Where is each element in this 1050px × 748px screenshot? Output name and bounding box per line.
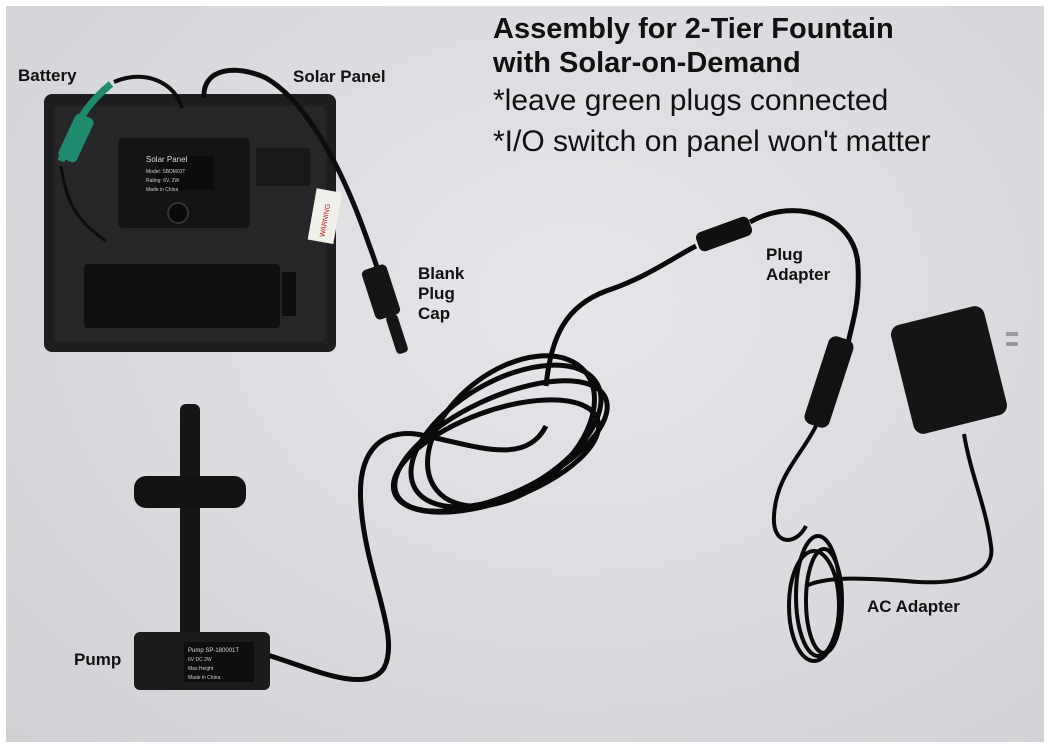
long-cable-coil: [263, 243, 698, 683]
note-io-switch: *I/O switch on panel won't matter: [493, 125, 931, 158]
plug-adapter-label-line-2: Adapter: [766, 265, 831, 284]
blank-plug-cap-label: Blank Plug Cap: [418, 264, 464, 324]
plug-adapter-label-line-1: Plug: [766, 245, 803, 264]
blank-plug-cap-label-line-2: Plug: [418, 284, 455, 303]
pump-sticker-line-2: 6V DC 2W: [188, 657, 212, 663]
pump-sticker-line-1: Pump SP-180001T: [188, 648, 239, 654]
assembly-heading: Assembly for 2-Tier Fountain with Solar-…: [493, 12, 931, 162]
panel-sticker-line-1: Solar Panel: [146, 155, 188, 164]
pump-label: Pump: [74, 650, 122, 669]
heading-line-2: with Solar-on-Demand: [493, 47, 801, 79]
blank-plug-cap-label-line-1: Blank: [418, 264, 465, 283]
note-green-plugs: *leave green plugs connected: [493, 84, 889, 117]
photo-scene: Solar Panel Model: SBDM03T Rating: 6V, 2…: [44, 67, 1018, 690]
pump-sticker-line-4: Made in China: [188, 675, 220, 681]
heading-line-1: Assembly for 2-Tier Fountain: [493, 13, 894, 45]
ac-adapter: [787, 306, 1018, 663]
pump-sticker-line-3: Max.Height: [188, 666, 214, 672]
blank-plug-cap: [113, 67, 408, 354]
plug-adapter: [695, 208, 861, 542]
panel-sticker-line-3: Rating: 6V, 2W: [146, 178, 179, 184]
product-photo: Solar Panel Model: SBDM03T Rating: 6V, 2…: [6, 6, 1044, 742]
battery-green-plug: [57, 81, 114, 243]
blank-plug-cap-label-line-3: Cap: [418, 304, 451, 323]
panel-sticker-line-2: Model: SBDM03T: [146, 169, 185, 175]
plug-adapter-label: Plug Adapter: [766, 245, 830, 285]
solar-panel: Solar Panel Model: SBDM03T Rating: 6V, 2…: [44, 94, 343, 352]
solar-panel-label: Solar Panel: [293, 67, 386, 86]
battery-label: Battery: [18, 66, 77, 85]
pump: Pump SP-180001T 6V DC 2W Max.Height Made…: [134, 404, 270, 690]
panel-sticker-line-4: Made in China: [146, 187, 178, 193]
ac-adapter-label: AC Adapter: [867, 597, 960, 616]
